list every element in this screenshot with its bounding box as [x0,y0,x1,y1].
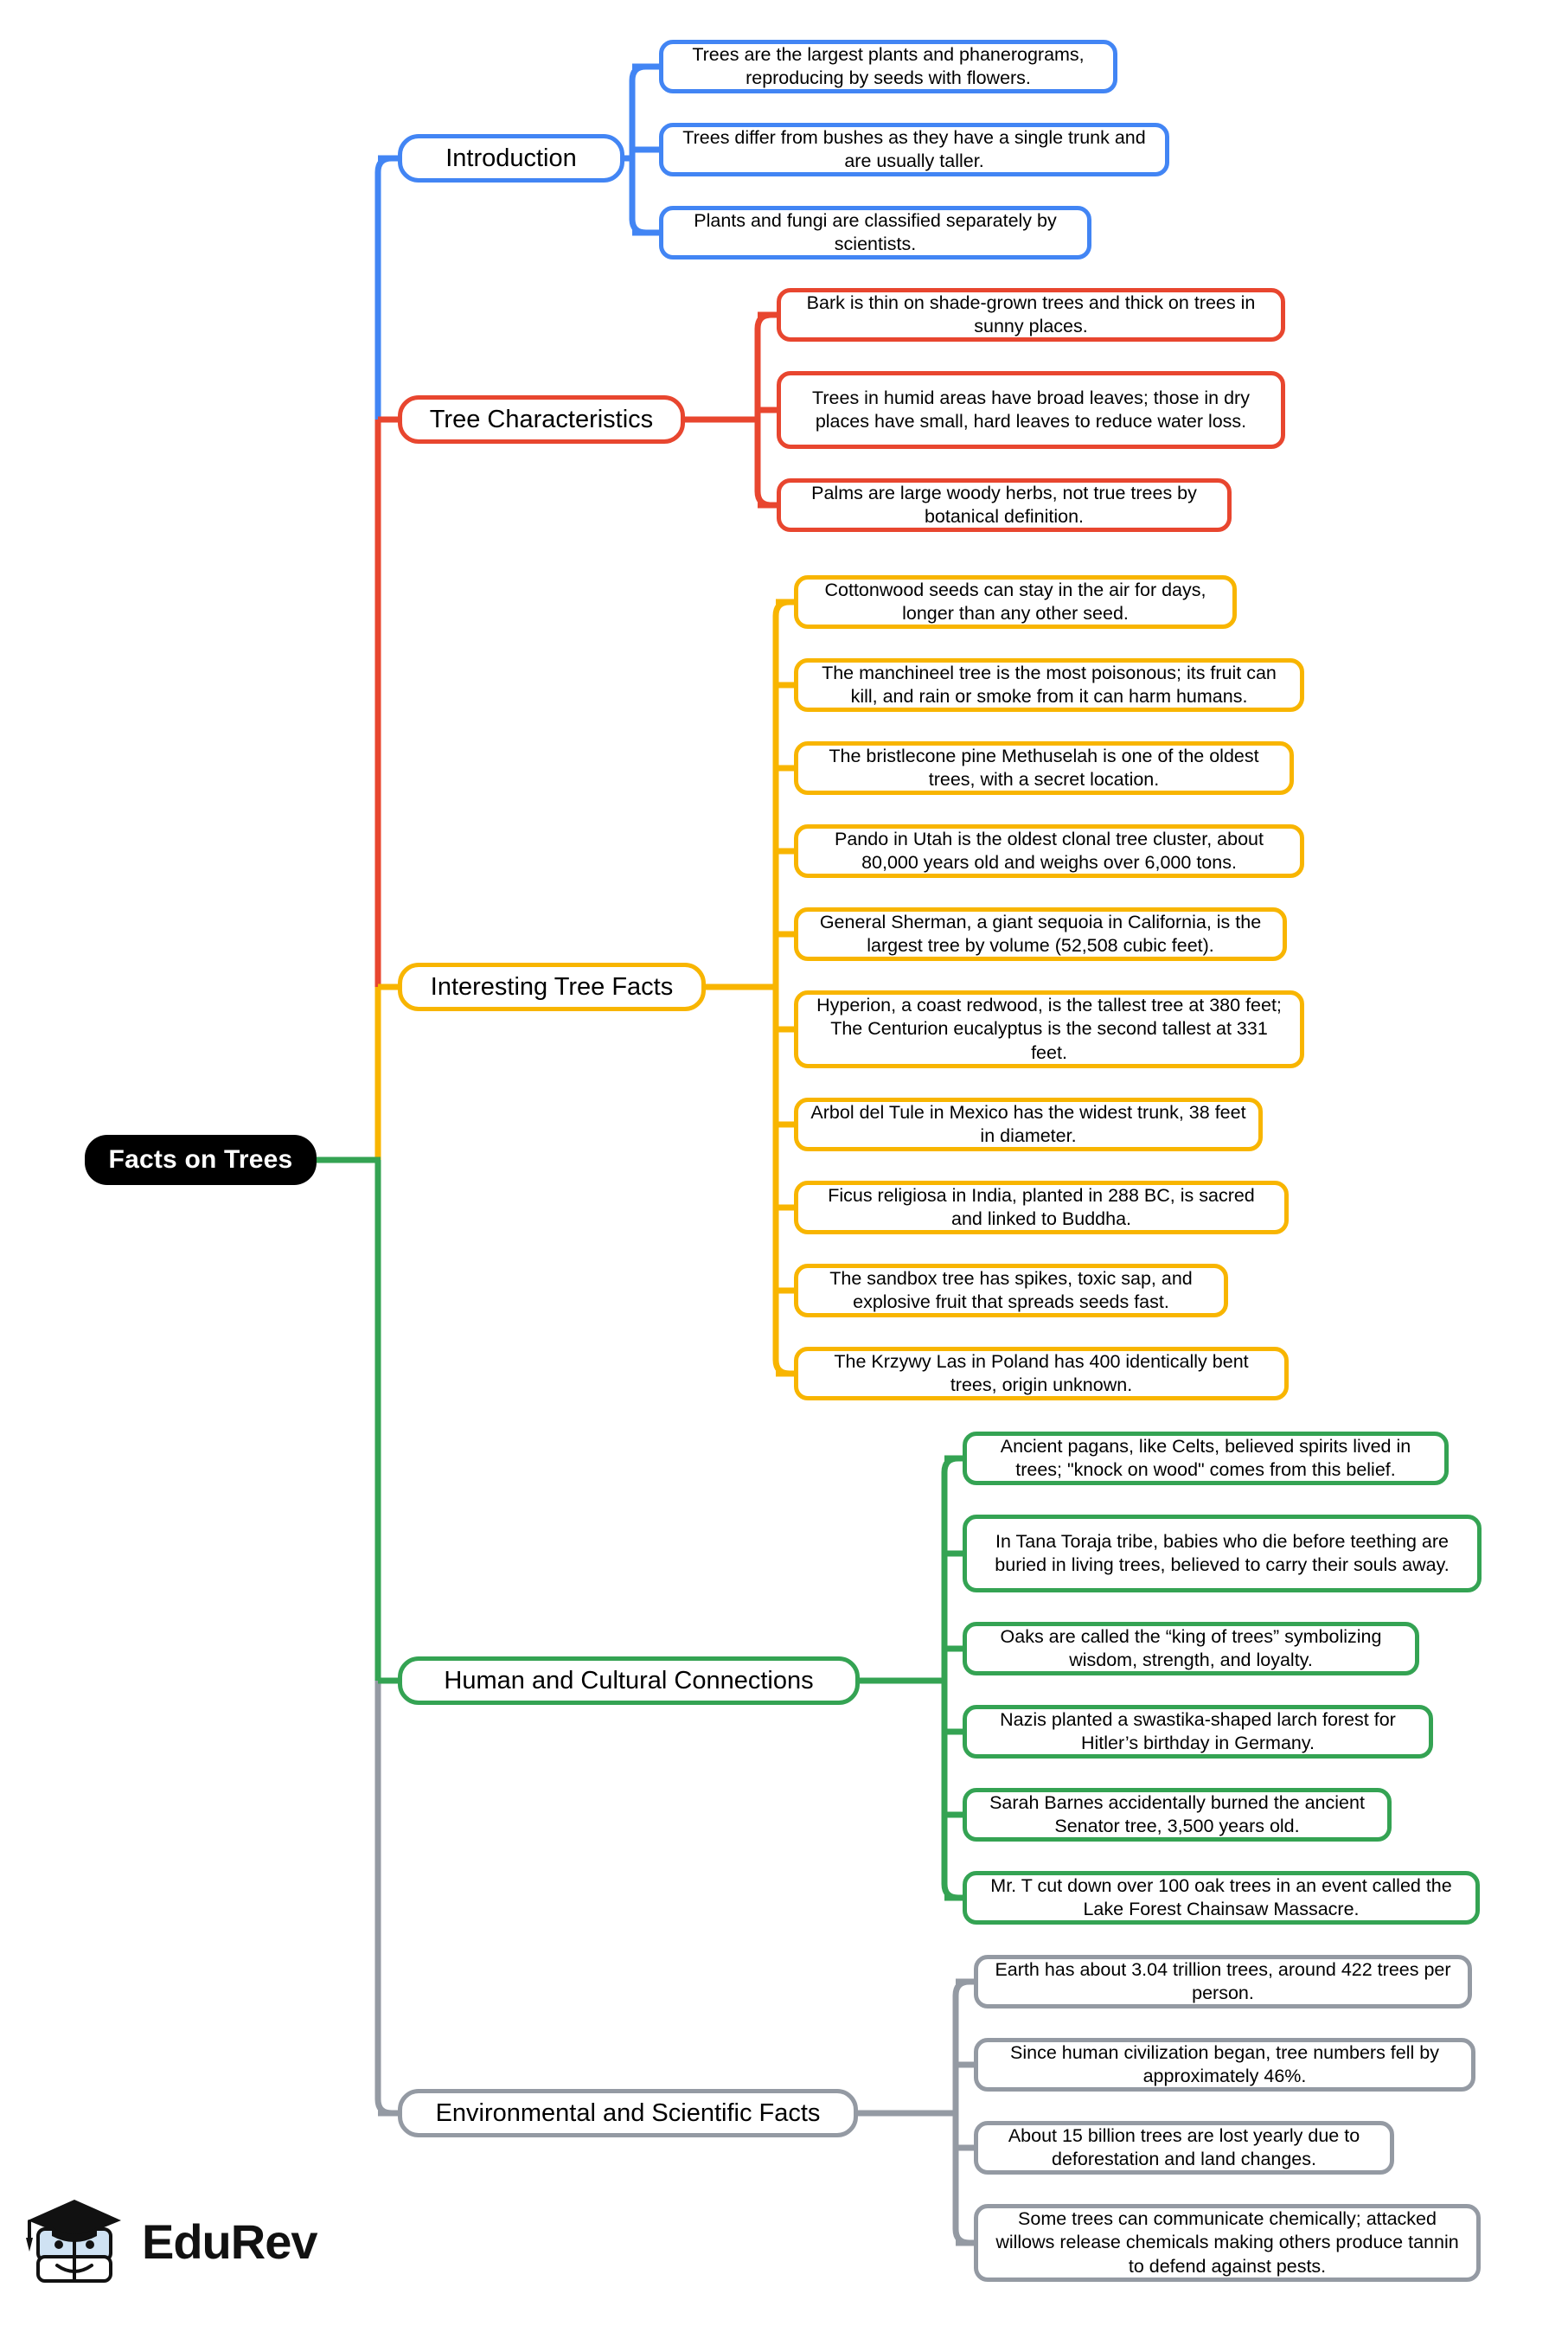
leaf-node-introduction-1[interactable]: Trees are the largest plants and phanero… [659,40,1117,93]
leaf-text: Cottonwood seeds can stay in the air for… [824,579,1206,624]
leaf-text: Hyperion, a coast redwood, is the talles… [816,995,1282,1063]
branch-label: Introduction [445,144,577,172]
leaf-node-environmental-and-scientific-facts-4[interactable]: Some trees can communicate chemically; a… [974,2204,1481,2282]
leaf-text: Plants and fungi are classified separate… [694,209,1057,254]
branch-node-human-and-cultural-connections[interactable]: Human and Cultural Connections [398,1656,860,1705]
branch-label: Environmental and Scientific Facts [435,2098,821,2127]
leaf-node-tree-characteristics-3[interactable]: Palms are large woody herbs, not true tr… [777,478,1232,532]
leaf-text: In Tana Toraja tribe, babies who die bef… [995,1530,1450,1575]
leaf-node-introduction-3[interactable]: Plants and fungi are classified separate… [659,206,1091,259]
leaf-node-interesting-tree-facts-3[interactable]: The bristlecone pine Methuselah is one o… [794,741,1294,795]
leaf-node-tree-characteristics-1[interactable]: Bark is thin on shade-grown trees and th… [777,288,1285,342]
leaf-node-interesting-tree-facts-7[interactable]: Arbol del Tule in Mexico has the widest … [794,1098,1263,1151]
leaf-node-human-and-cultural-connections-6[interactable]: Mr. T cut down over 100 oak trees in an … [963,1871,1480,1925]
leaf-text: Arbol del Tule in Mexico has the widest … [810,1101,1246,1146]
leaf-text: Bark is thin on shade-grown trees and th… [806,292,1256,336]
leaf-text: Oaks are called the “king of trees” symb… [1000,1625,1382,1670]
root-node-facts-on-trees[interactable]: Facts on Trees [85,1135,317,1185]
edurev-logo: EduRev [19,2168,317,2315]
leaf-node-interesting-tree-facts-4[interactable]: Pando in Utah is the oldest clonal tree … [794,824,1304,878]
leaf-node-interesting-tree-facts-5[interactable]: General Sherman, a giant sequoia in Cali… [794,907,1287,961]
leaf-node-human-and-cultural-connections-4[interactable]: Nazis planted a swastika-shaped larch fo… [963,1705,1433,1759]
branch-label: Interesting Tree Facts [430,972,674,1001]
leaf-text: The bristlecone pine Methuselah is one o… [829,745,1259,790]
leaf-text: About 15 billion trees are lost yearly d… [1008,2124,1360,2169]
leaf-node-human-and-cultural-connections-5[interactable]: Sarah Barnes accidentally burned the anc… [963,1788,1392,1842]
leaf-text: Trees in humid areas have broad leaves; … [812,387,1250,432]
leaf-text: Since human civilization began, tree num… [1010,2041,1439,2086]
leaf-text: Earth has about 3.04 trillion trees, aro… [995,1958,1451,2003]
leaf-text: Mr. T cut down over 100 oak trees in an … [990,1874,1452,1919]
leaf-text: The manchineel tree is the most poisonou… [822,662,1277,707]
branch-node-interesting-tree-facts[interactable]: Interesting Tree Facts [398,963,706,1011]
leaf-text: Pando in Utah is the oldest clonal tree … [834,828,1264,873]
leaf-node-interesting-tree-facts-1[interactable]: Cottonwood seeds can stay in the air for… [794,575,1237,629]
branch-label: Human and Cultural Connections [444,1666,814,1695]
leaf-node-tree-characteristics-2[interactable]: Trees in humid areas have broad leaves; … [777,371,1285,449]
branch-node-environmental-and-scientific-facts[interactable]: Environmental and Scientific Facts [398,2089,858,2137]
leaf-text: Nazis planted a swastika-shaped larch fo… [1000,1708,1396,1753]
leaf-text: Ficus religiosa in India, planted in 288… [828,1184,1255,1229]
leaf-text: The Krzywy Las in Poland has 400 identic… [834,1350,1249,1395]
leaf-node-environmental-and-scientific-facts-1[interactable]: Earth has about 3.04 trillion trees, aro… [974,1955,1472,2008]
leaf-node-introduction-2[interactable]: Trees differ from bushes as they have a … [659,123,1169,176]
leaf-node-interesting-tree-facts-9[interactable]: The sandbox tree has spikes, toxic sap, … [794,1264,1228,1317]
leaf-node-environmental-and-scientific-facts-2[interactable]: Since human civilization began, tree num… [974,2038,1475,2092]
leaf-text: Trees are the largest plants and phanero… [692,43,1085,88]
leaf-text: Some trees can communicate chemically; a… [995,2208,1459,2277]
leaf-node-human-and-cultural-connections-3[interactable]: Oaks are called the “king of trees” symb… [963,1622,1419,1675]
leaf-node-human-and-cultural-connections-1[interactable]: Ancient pagans, like Celts, believed spi… [963,1432,1449,1485]
branch-label: Tree Characteristics [429,405,654,433]
leaf-text: General Sherman, a giant sequoia in Cali… [819,911,1262,956]
leaf-node-interesting-tree-facts-8[interactable]: Ficus religiosa in India, planted in 288… [794,1181,1289,1234]
edurev-wordmark: EduRev [142,2213,317,2269]
leaf-node-interesting-tree-facts-2[interactable]: The manchineel tree is the most poisonou… [794,658,1304,712]
branch-node-tree-characteristics[interactable]: Tree Characteristics [398,395,685,444]
leaf-text: Ancient pagans, like Celts, believed spi… [1000,1435,1411,1480]
graduation-cap-book-mascot-icon [19,2186,130,2297]
leaf-text: The sandbox tree has spikes, toxic sap, … [829,1267,1193,1312]
branch-node-introduction[interactable]: Introduction [398,134,624,183]
leaf-node-interesting-tree-facts-6[interactable]: Hyperion, a coast redwood, is the talles… [794,990,1304,1068]
leaf-node-environmental-and-scientific-facts-3[interactable]: About 15 billion trees are lost yearly d… [974,2121,1394,2175]
leaf-text: Trees differ from bushes as they have a … [682,126,1146,171]
leaf-node-interesting-tree-facts-10[interactable]: The Krzywy Las in Poland has 400 identic… [794,1347,1289,1400]
leaf-text: Palms are large woody herbs, not true tr… [811,482,1197,527]
leaf-node-human-and-cultural-connections-2[interactable]: In Tana Toraja tribe, babies who die bef… [963,1515,1482,1592]
leaf-text: Sarah Barnes accidentally burned the anc… [989,1791,1365,1836]
